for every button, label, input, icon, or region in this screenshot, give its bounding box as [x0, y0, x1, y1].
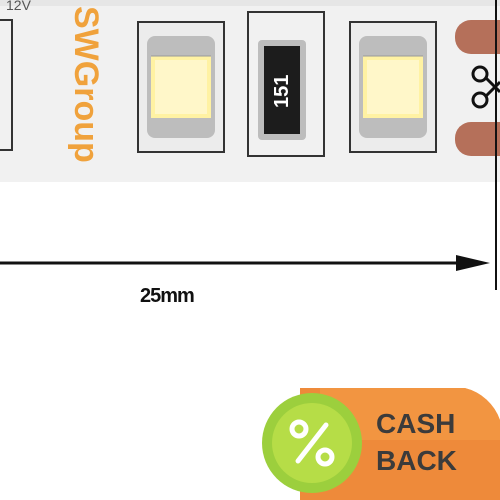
voltage-label: 12V — [6, 0, 32, 13]
dimension-label: 25mm — [140, 285, 194, 307]
cashback-line1: CASH — [376, 408, 455, 439]
left-component-outline — [0, 19, 13, 151]
brand-logo: SWGroup — [67, 6, 105, 163]
led-chip-1 — [137, 21, 225, 153]
cashback-line2: BACK — [376, 445, 457, 476]
resistor: 151 — [247, 11, 325, 157]
cashback-badge: CASH BACK — [262, 388, 500, 500]
solder-pad-top — [455, 20, 500, 54]
solder-pad-bottom — [455, 122, 500, 156]
dimension-arrowhead — [456, 255, 490, 271]
resistor-code: 151 — [271, 75, 293, 108]
led-strip-top-edge — [0, 0, 500, 6]
percent-icon — [289, 419, 335, 467]
scissors-icon — [471, 65, 500, 109]
led-chip-2 — [349, 21, 437, 153]
